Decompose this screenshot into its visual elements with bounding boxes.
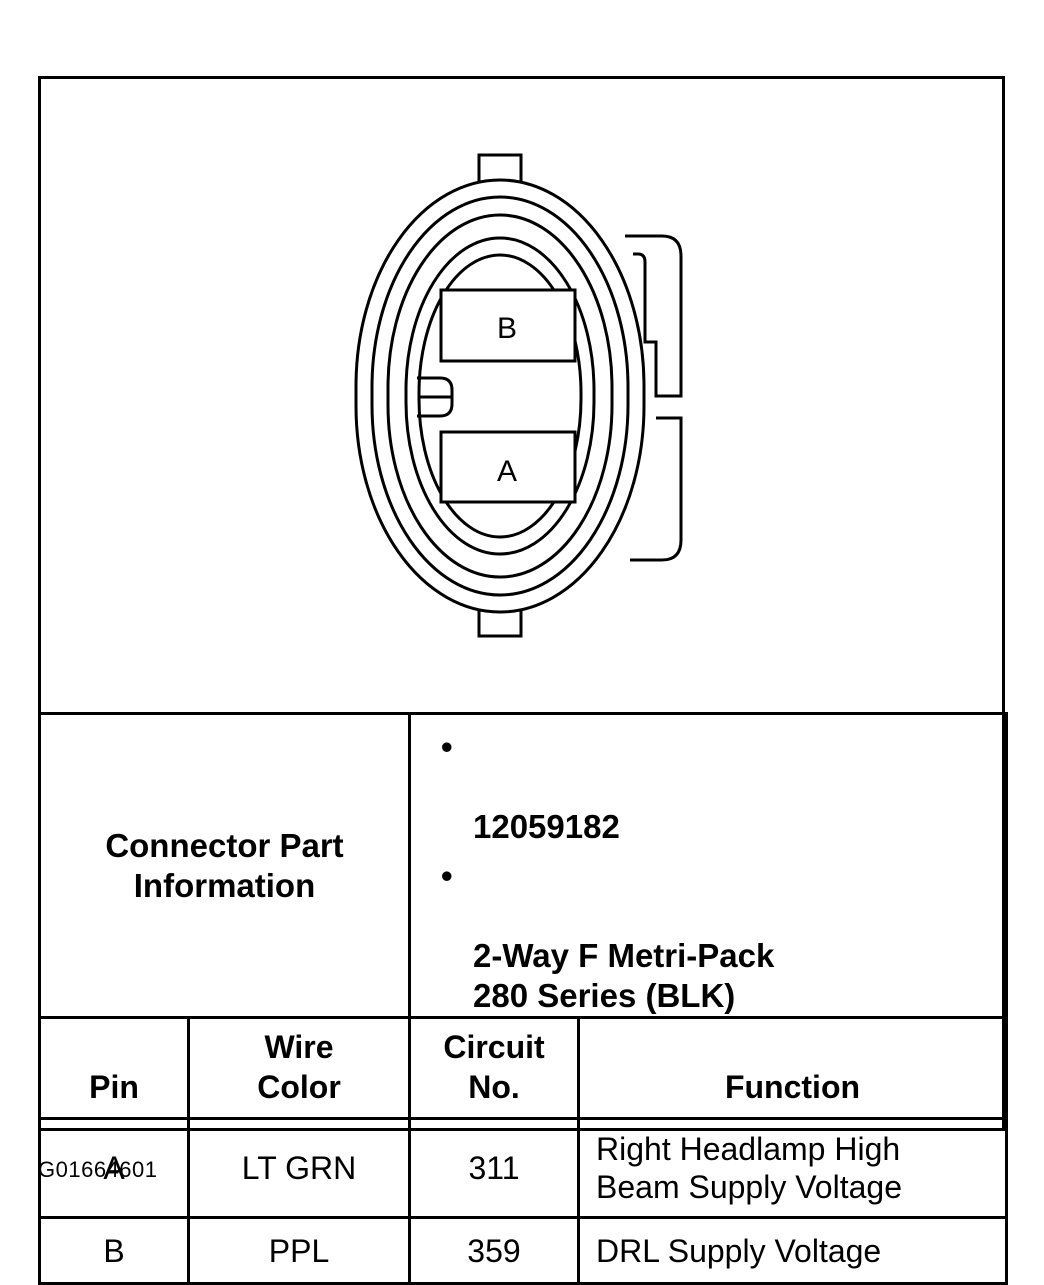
bullet-icon: •	[441, 728, 453, 765]
function-text: Right Headlamp High Beam Supply Voltage	[596, 1131, 902, 1205]
part-info-row: Connector Part Information • 12059182 • …	[38, 712, 1008, 1019]
housing-ring-3	[386, 213, 614, 579]
cavity-a	[439, 430, 577, 504]
part-number: 12059182	[473, 808, 620, 845]
cavity-b-label: B	[497, 312, 517, 345]
connector-info-table: Connector Part Information • 12059182 • …	[38, 712, 1008, 1285]
housing-ring-2	[370, 195, 630, 597]
function-cell: Right Headlamp High Beam Supply Voltage	[577, 1117, 1008, 1219]
connector-face-drawing: B A	[354, 153, 683, 638]
table-row: A LT GRN 311 Right Headlamp High Beam Su…	[38, 1117, 1008, 1219]
housing-outer	[354, 178, 646, 614]
header-circuit-no: Circuit No.	[408, 1016, 580, 1120]
header-wire-color: Wire Color	[187, 1016, 411, 1120]
cavity-a-label: A	[497, 455, 517, 488]
part-number-item: • 12059182	[441, 727, 1005, 847]
figure-id: G01664601	[38, 1157, 158, 1182]
part-info-values: • 12059182 • 2-Way F Metri-Pack 280 Seri…	[408, 712, 1008, 1019]
header-row: Pin Wire Color Circuit No. Function	[38, 1016, 1008, 1120]
latch	[625, 234, 683, 398]
pin-cell: A	[38, 1117, 190, 1219]
housing-ring-4	[404, 236, 596, 556]
connector-description-item: • 2-Way F Metri-Pack 280 Series (BLK)	[441, 856, 1005, 1016]
bullet-icon: •	[441, 857, 453, 894]
wire-color-cell: LT GRN	[187, 1117, 411, 1219]
connector-description: 2-Way F Metri-Pack 280 Series (BLK)	[473, 937, 775, 1014]
part-info-label: Connector Part Information	[38, 712, 411, 1019]
header-pin: Pin	[38, 1016, 190, 1120]
cavity-b	[439, 288, 577, 363]
header-function: Function	[577, 1016, 1008, 1120]
circuit-no-cell: 311	[408, 1117, 580, 1219]
latch-lower	[630, 416, 683, 562]
